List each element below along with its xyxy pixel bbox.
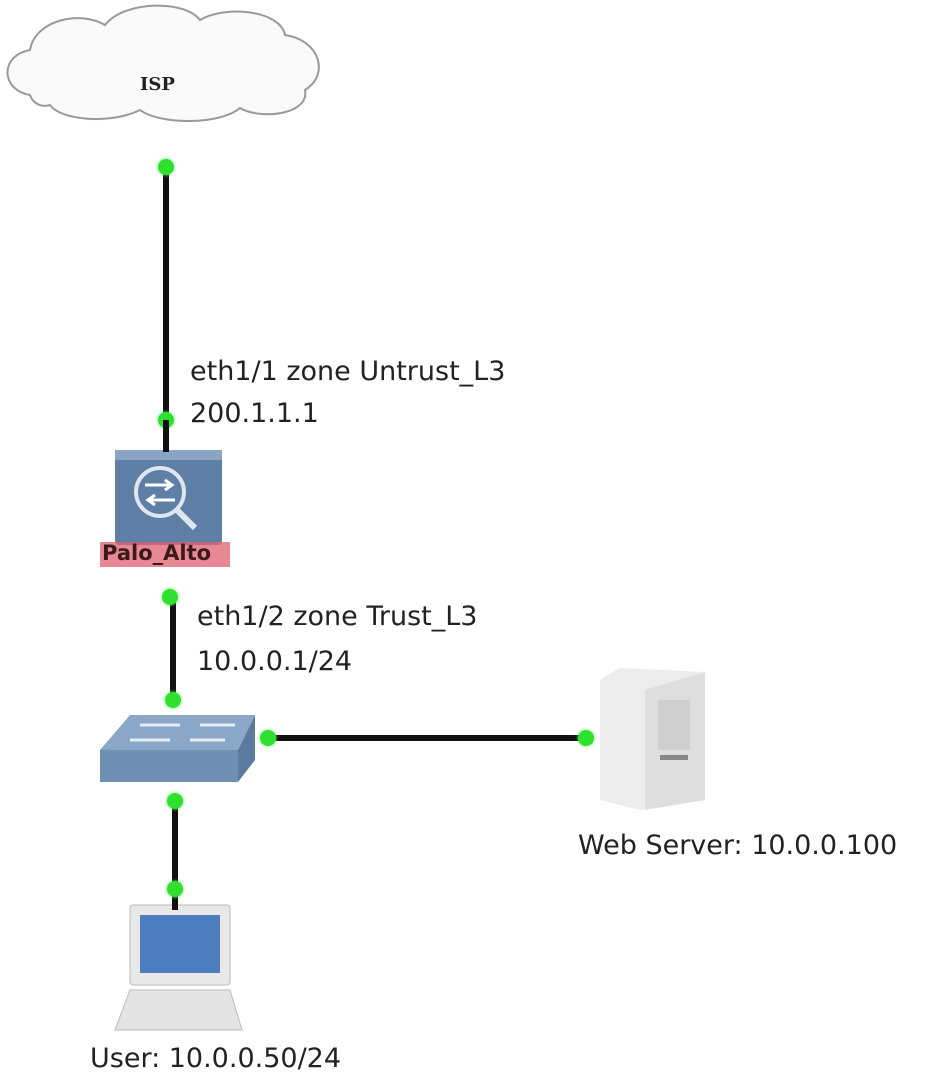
isp-port-dot xyxy=(158,159,174,175)
firewall-icon xyxy=(100,450,230,567)
firewall-label: Palo_Alto xyxy=(102,541,212,565)
switch-uplink-dot xyxy=(165,692,181,708)
link-switch-server xyxy=(268,735,588,741)
server-port-dot xyxy=(578,730,594,746)
isp-cloud-icon xyxy=(6,4,320,122)
switch-server-port-dot xyxy=(260,730,276,746)
link-stub xyxy=(163,420,169,452)
link-switch-user xyxy=(172,805,178,910)
eth1-1-zone-label: eth1/1 zone Untrust_L3 xyxy=(190,356,506,387)
switch-icon xyxy=(100,715,255,782)
web-server-icon xyxy=(600,668,705,810)
eth1-2-ip-label: 10.0.0.1/24 xyxy=(197,646,353,677)
link-firewall-switch xyxy=(170,600,176,700)
isp-label: ISP xyxy=(140,74,175,95)
link-isp-firewall xyxy=(163,170,169,420)
user-laptop-icon xyxy=(114,904,243,1031)
switch-user-port-dot xyxy=(167,793,183,809)
web-server-label: Web Server: 10.0.0.100 xyxy=(578,830,898,861)
user-port-dot xyxy=(167,881,183,897)
eth1-2-port-dot xyxy=(162,589,178,605)
user-label: User: 10.0.0.50/24 xyxy=(90,1043,342,1074)
eth1-2-zone-label: eth1/2 zone Trust_L3 xyxy=(197,601,478,632)
eth1-1-ip-label: 200.1.1.1 xyxy=(190,398,319,429)
